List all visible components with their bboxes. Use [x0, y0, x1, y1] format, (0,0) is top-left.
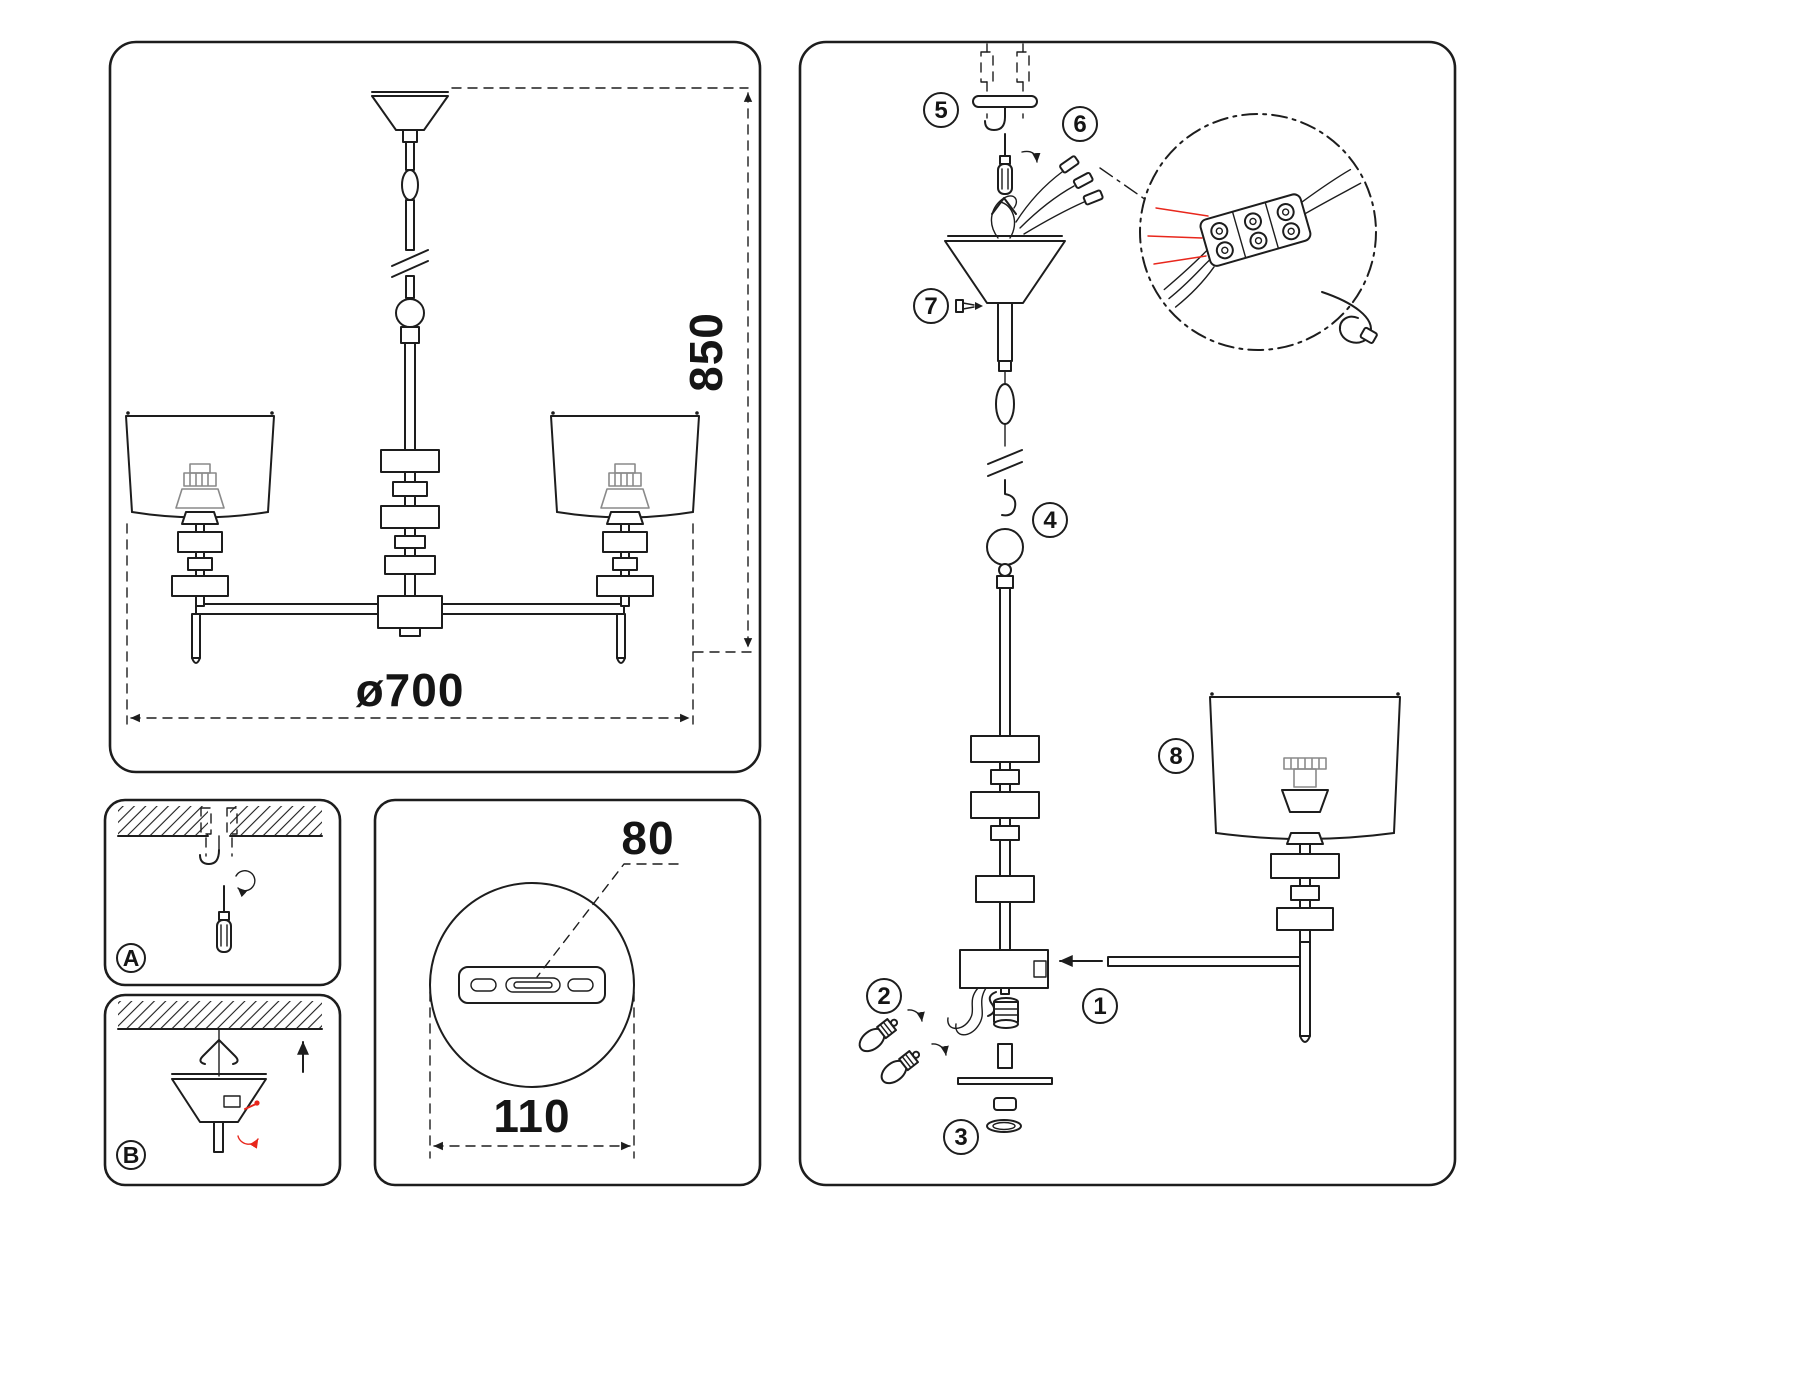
label-a: A [123, 945, 140, 971]
panel-assembly: 5 6 [798, 40, 1457, 1187]
step-3-shade-ring: 3 [943, 1043, 1053, 1155]
leader-80 [536, 863, 679, 978]
dim-110-label: 110 [493, 1090, 570, 1142]
step-8-badge [1158, 738, 1194, 774]
assembly-panel-border [798, 40, 1457, 1187]
panel-mount-plate: 80 110 [373, 798, 762, 1187]
hub-body [959, 949, 1049, 989]
dimension-diameter: ø700 [126, 523, 694, 725]
panel-mount-a: A [103, 798, 342, 987]
plate-detail-circle [429, 882, 635, 1088]
step-8-number: 8 [1169, 743, 1182, 770]
wing-anchor-icon [199, 1028, 239, 1077]
screw-in-arrow-icon [907, 1009, 925, 1022]
step-5-number: 5 [934, 97, 947, 124]
screwdriver-icon [997, 133, 1013, 195]
step-6-badge [1062, 106, 1098, 142]
magnifier-circle [1139, 113, 1377, 351]
step-1-number: 1 [1093, 993, 1106, 1020]
dimension-height-label: 850 [680, 312, 732, 392]
step-7-number: 7 [924, 293, 937, 320]
lamp-socket-icon [993, 997, 1019, 1029]
step-3-number: 3 [954, 1124, 967, 1151]
step-4-chain-ring: 4 [986, 360, 1068, 589]
panel-overview: 850 ø700 [108, 40, 762, 774]
s-hook-icon [987, 991, 997, 1017]
step-2-bulbs: 2 [854, 978, 1019, 1089]
step-2-badge [866, 978, 902, 1014]
panel-a-border [103, 798, 342, 987]
ceiling-hatch [118, 1001, 322, 1029]
screw-in-arrow-icon [931, 1043, 949, 1056]
step-1-arm: 1 [1059, 939, 1311, 1043]
anchor-dowels-icon [200, 807, 238, 857]
center-column [959, 587, 1049, 995]
rotate-arrow-icon [235, 870, 256, 898]
step-1-badge [1082, 988, 1118, 1024]
hanging-ring [395, 298, 425, 328]
step-5-ceiling-hook: 5 [923, 43, 1041, 195]
dimension-diameter-label: ø700 [356, 664, 465, 716]
ceiling-hook-icon [199, 835, 220, 865]
socket-icon [1283, 757, 1327, 788]
label-b-badge [116, 1140, 146, 1170]
step-8-shade: 8 [1158, 692, 1401, 943]
canopy-icon [171, 1073, 267, 1153]
rotate-arrow-icon [1021, 150, 1041, 163]
panel-overview-border [108, 40, 762, 774]
ceiling-hatch-left [118, 806, 208, 836]
step-4-number: 4 [1043, 507, 1057, 534]
dim-80-label: 80 [621, 812, 674, 864]
chandelier-front-view [125, 91, 700, 664]
step-7-badge [913, 288, 949, 324]
cable-tie-icon [1321, 291, 1378, 344]
screw-icon [955, 299, 983, 313]
step-3-badge [943, 1119, 979, 1155]
wiring-detail-magnifier [1139, 113, 1378, 351]
step-7-canopy: 7 [913, 195, 1066, 362]
screwdriver-icon [216, 885, 232, 953]
step-4-badge [1032, 502, 1068, 538]
step-2-number: 2 [877, 983, 890, 1010]
step-5-badge [923, 92, 959, 128]
mounting-plate-icon [458, 966, 606, 1004]
dimension-height: 850 [451, 87, 757, 653]
label-b: B [123, 1142, 140, 1168]
magnifier-leader [1099, 167, 1147, 201]
arm-rod [1107, 956, 1305, 967]
panel-mount-b: B [103, 993, 342, 1187]
step-6-number: 6 [1073, 111, 1086, 138]
red-pointer-lines [1147, 207, 1209, 265]
hook-icon [984, 106, 1006, 131]
set-screw-red-icon [237, 1100, 260, 1149]
ceiling-hatch-right [230, 806, 322, 836]
label-a-badge [116, 943, 146, 973]
step-6-wires: 6 [1015, 106, 1147, 235]
terminal-block-icon [1163, 168, 1362, 308]
hook-plate-icon [972, 95, 1038, 108]
